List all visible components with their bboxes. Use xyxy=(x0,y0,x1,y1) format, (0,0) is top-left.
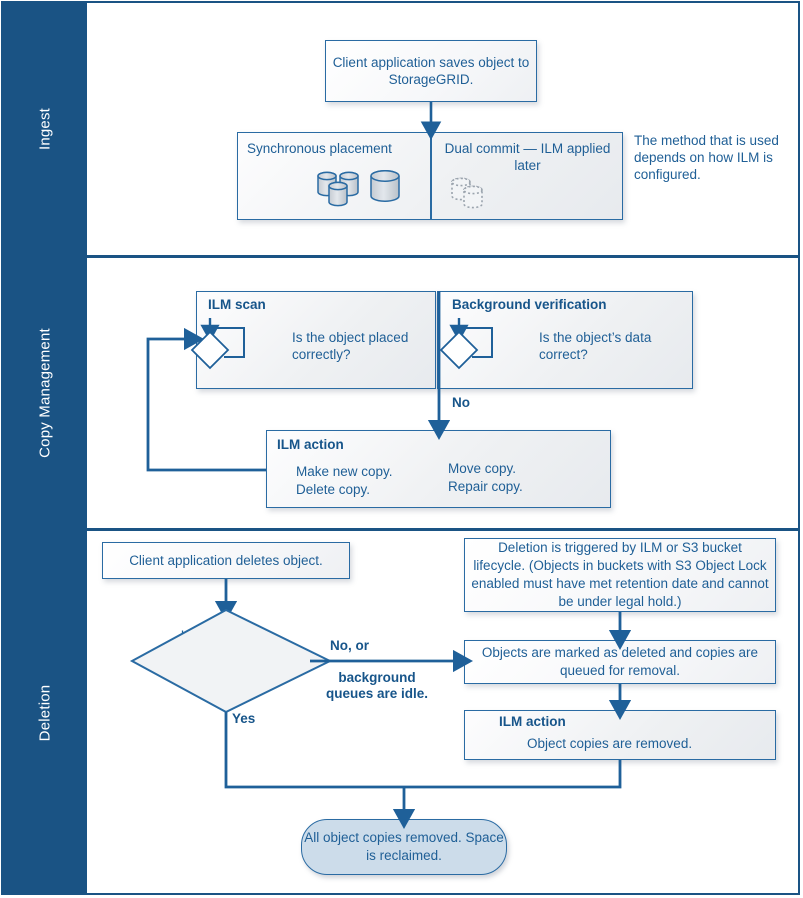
deletion-client-delete-box[interactable]: Client application deletes object. xyxy=(102,542,350,579)
swimlane-deletion-label: Deletion xyxy=(36,684,54,742)
copy-management-no-label: No xyxy=(452,395,470,410)
deletion-no-label-line2: background queues are idle. xyxy=(325,670,429,701)
deletion-trigger-note-box[interactable]: Deletion is triggered by ILM or S3 bucke… xyxy=(464,538,776,612)
deletion-ilm-action-heading: ILM action xyxy=(499,714,566,729)
deletion-ilm-action-detail: Object copies are removed. xyxy=(527,736,693,751)
copy-management-ilm-action-repair-copy: Repair copy. xyxy=(448,479,523,494)
deletion-no-label-line1: No, or xyxy=(330,638,369,653)
ilm-scan-heading: ILM scan xyxy=(208,297,266,312)
swimlane-divider-2 xyxy=(3,528,800,531)
deletion-trigger-note-label: Deletion is triggered by ILM or S3 bucke… xyxy=(471,540,769,609)
ingest-dual-commit-label: Dual commit — ILM applied later xyxy=(444,141,611,173)
background-verification-question: Is the object’s data correct? xyxy=(539,330,652,362)
copy-management-ilm-action-make-copy: Make new copy. xyxy=(296,464,393,479)
copy-management-ilm-action-move-copy: Move copy. xyxy=(448,461,517,476)
ingest-methods-divider xyxy=(430,132,432,220)
deletion-marked-deleted-box[interactable]: Objects are marked as deleted and copies… xyxy=(464,640,776,684)
swimlane-ingest: Ingest xyxy=(3,3,87,255)
deletion-final-terminator[interactable]: All object copies removed. Space is recl… xyxy=(301,819,507,875)
deletion-marked-deleted-label: Objects are marked as deleted and copies… xyxy=(481,645,759,678)
ingest-method-note: The method that is used depends on how I… xyxy=(634,133,779,182)
deletion-final-label: All object copies removed. Space is recl… xyxy=(304,830,504,863)
background-verification-box[interactable] xyxy=(437,291,693,389)
deletion-client-delete-label: Client application deletes object. xyxy=(129,553,323,568)
background-verification-heading: Background verification xyxy=(452,297,607,312)
ingest-client-save-box[interactable]: Client application saves object to Stora… xyxy=(325,40,537,102)
copy-management-ilm-action-delete-copy: Delete copy. xyxy=(296,482,371,497)
swimlane-divider-1 xyxy=(3,255,800,258)
swimlane-ingest-label: Ingest xyxy=(36,107,54,151)
ilm-scan-question: Is the object placed correctly? xyxy=(292,330,409,362)
copy-management-ilm-action-heading: ILM action xyxy=(277,437,344,452)
ingest-client-save-label: Client application saves object to Stora… xyxy=(332,55,530,87)
deletion-decision-label: Is synchronous removal possible? xyxy=(180,628,272,675)
deletion-yes-label: Yes xyxy=(232,711,256,726)
swimlane-copy-management-label: Copy Management xyxy=(36,328,54,458)
swimlane-copy-management: Copy Management xyxy=(3,258,87,528)
swimlane-deletion: Deletion xyxy=(3,531,87,895)
ingest-synchronous-placement-label: Synchronous placement xyxy=(247,141,392,156)
